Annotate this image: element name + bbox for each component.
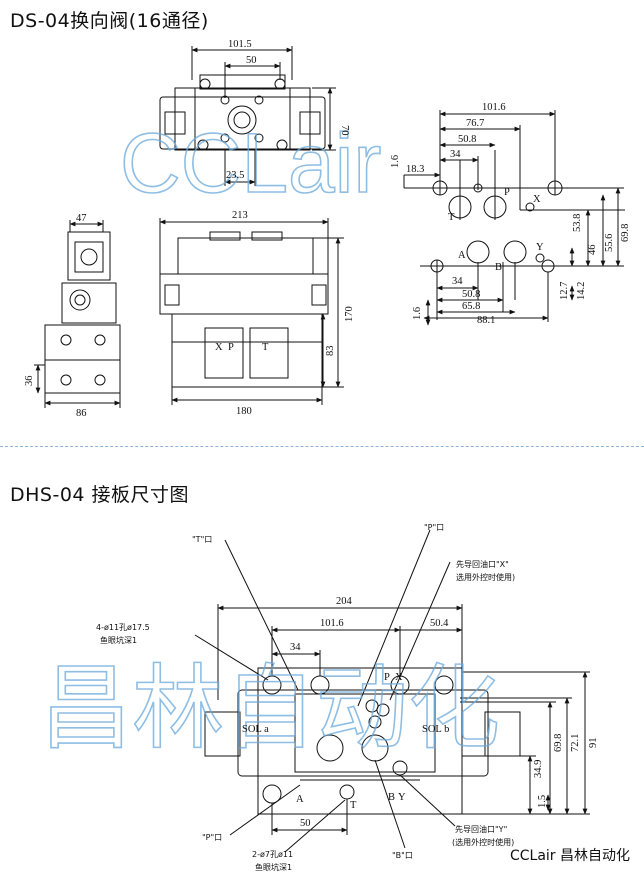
dim-34-9: 34.9 <box>533 760 544 778</box>
section-divider <box>0 446 644 447</box>
valve-front-view <box>159 218 344 405</box>
note-holes7-line1: 2-ø7孔ø11 <box>252 850 293 859</box>
port-x: X <box>533 194 541 205</box>
dim-72-1: 72.1 <box>570 734 581 752</box>
dim-34-bottom: 34 <box>290 642 301 653</box>
watermark-cclair: CCLair <box>120 116 381 210</box>
subplate-port-b: B <box>388 792 395 803</box>
dim-50-4: 50.4 <box>430 618 449 629</box>
note-p-port-bottom: "P"口 <box>202 833 222 842</box>
section-title-subplate: DHS-04 接板尺寸图 <box>10 484 190 506</box>
note-p-port-top: "P"口 <box>424 523 444 532</box>
subplate-view <box>194 529 590 853</box>
dim-50: 50 <box>246 55 257 66</box>
port-t: T <box>448 212 455 223</box>
dim-86: 86 <box>76 408 87 419</box>
dim-69-8-bottom: 69.8 <box>553 734 564 752</box>
dim-50-bottom: 50 <box>300 818 311 829</box>
dim-46: 46 <box>587 245 598 256</box>
dim-101-5: 101.5 <box>228 39 252 50</box>
note-holes-line2: 鱼眼坑深1 <box>100 635 137 645</box>
dim-70: 70 <box>339 125 350 136</box>
dim-55-6: 55.6 <box>604 234 615 252</box>
dim-34b: 34 <box>452 276 463 287</box>
dim-180: 180 <box>236 406 252 417</box>
dim-1-6: 1.6 <box>390 155 401 168</box>
dim-53-8: 53.8 <box>572 214 583 232</box>
note-holes7-line2: 鱼眼坑深1 <box>255 862 292 872</box>
dim-91: 91 <box>588 738 599 749</box>
port-a: A <box>458 250 466 261</box>
watermark-changlin: 昌林自动化 <box>40 658 500 760</box>
dim-88-1: 88.1 <box>477 315 495 326</box>
port-layout <box>403 110 625 326</box>
note-x-port-line1: 先导回油口"X" <box>456 559 509 569</box>
label-p: P <box>228 342 234 353</box>
brand-footer: CCLair 昌林自动化 <box>509 848 630 864</box>
note-b-port: "B"口 <box>392 851 413 860</box>
dim-65-8: 65.8 <box>462 301 480 312</box>
dim-23-5: 23.5 <box>226 170 244 181</box>
port-p: P <box>504 187 510 198</box>
dim-18-3: 18.3 <box>406 164 424 175</box>
dim-34: 34 <box>450 149 461 160</box>
dim-1-5: 1.5 <box>537 795 548 808</box>
dim-69-8: 69.8 <box>620 224 631 242</box>
valve-side-view <box>34 220 121 408</box>
dim-1-6b: 1.6 <box>412 307 423 320</box>
note-x-port-line2: 选用外控时使用) <box>456 572 515 582</box>
sol-b-label: SOL b <box>422 724 449 735</box>
subplate-port-p: P <box>384 672 390 683</box>
dim-14-2: 14.2 <box>576 282 587 300</box>
dim-76-7: 76.7 <box>466 118 484 129</box>
dim-101-6-bottom: 101.6 <box>320 618 344 629</box>
dim-50-8b: 50.8 <box>462 289 480 300</box>
subplate-port-a: A <box>296 794 304 805</box>
dim-170: 170 <box>344 306 355 322</box>
dim-47: 47 <box>76 213 87 224</box>
label-t: T <box>262 342 269 353</box>
note-t-port: "T"口 <box>192 535 212 544</box>
dim-213: 213 <box>232 210 248 221</box>
subplate-port-x: X <box>395 672 403 683</box>
dim-204: 204 <box>336 596 353 607</box>
subplate-port-y: Y <box>398 792 406 803</box>
section-title-valve: DS-04换向阀(16通径) <box>10 10 209 32</box>
sol-a-label: SOL a <box>242 724 269 735</box>
label-x: X <box>215 342 223 353</box>
subplate-port-t: T <box>350 800 357 811</box>
port-y: Y <box>536 242 544 253</box>
dim-50-8: 50.8 <box>458 134 476 145</box>
port-b: B <box>495 262 502 273</box>
dim-83: 83 <box>325 346 336 357</box>
dim-12-7: 12.7 <box>559 282 570 300</box>
note-y-port-line1: 先导回油口"Y" <box>455 824 507 834</box>
dim-36: 36 <box>24 376 35 387</box>
note-y-port-line2: (选用外控时使用) <box>452 837 514 847</box>
valve-top-view <box>159 46 336 186</box>
note-holes-line1: 4-ø11孔ø17.5 <box>96 623 150 632</box>
dim-101-6: 101.6 <box>482 102 506 113</box>
